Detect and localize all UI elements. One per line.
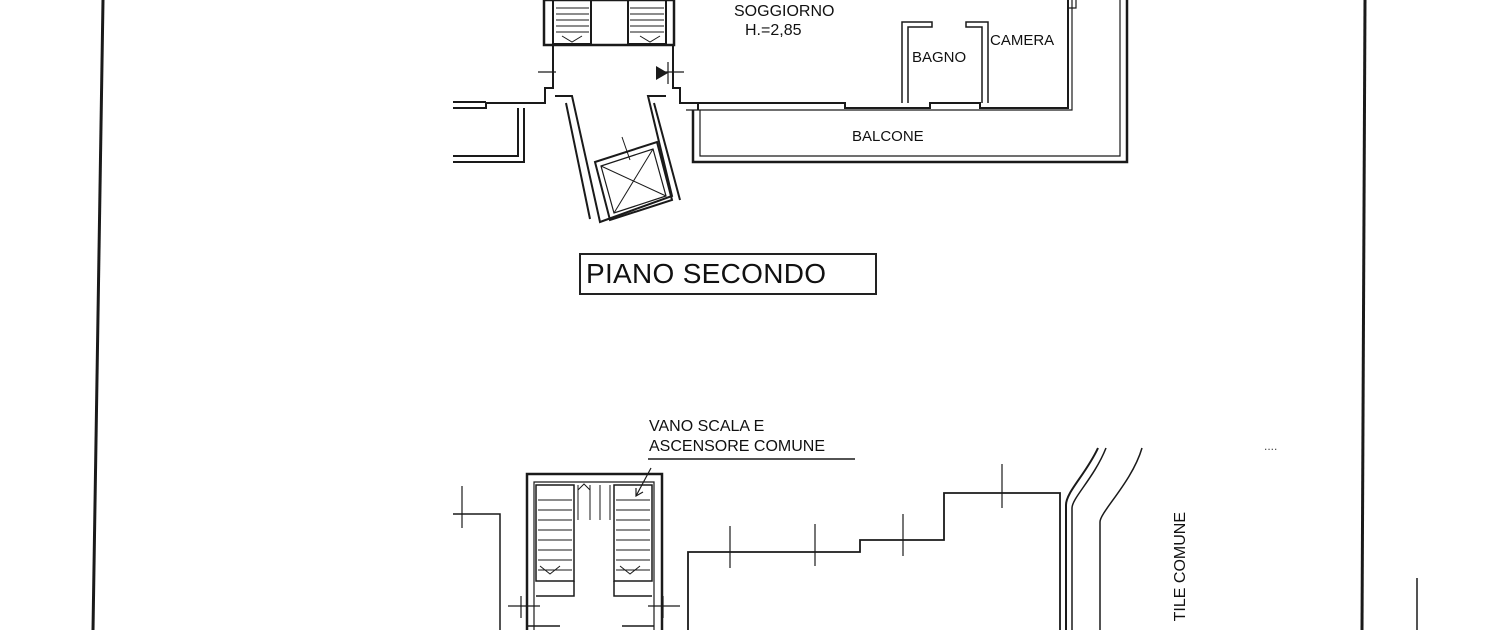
sheet-frame-right (1360, 0, 1367, 630)
stair-note-line-2: ASCENSORE COMUNE (649, 438, 826, 455)
room-height-soggiorno: H.=2,85 (745, 22, 802, 39)
room-label-bagno: BAGNO (912, 49, 967, 66)
room-label-soggiorno: SOGGIORNO (734, 3, 835, 20)
floor-title: PIANO SECONDO (586, 258, 827, 289)
room-label-balcone: BALCONE (852, 128, 924, 145)
floor-title-box (579, 253, 877, 295)
courtyard-label: TILE COMUNE (1172, 512, 1189, 622)
room-label-camera: CAMERA (990, 32, 1055, 49)
lower-plan-walls (453, 447, 1143, 630)
stair-note-line-1: VANO SCALA E (649, 418, 765, 435)
sheet-frame-left (91, 0, 105, 630)
corner-mark: .... (1264, 439, 1278, 453)
upper-plan-walls (453, 0, 1129, 224)
